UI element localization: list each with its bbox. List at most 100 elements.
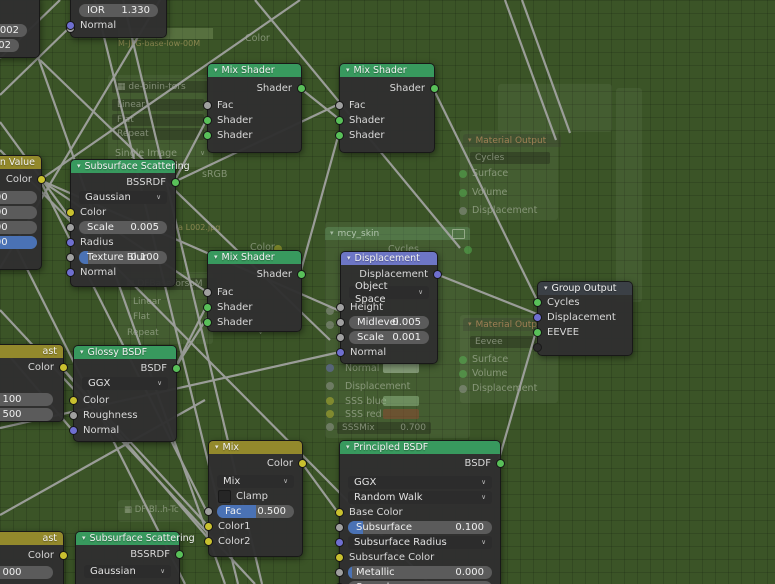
node-header[interactable]: ▾ Mix Shader bbox=[340, 64, 434, 77]
socket-shader-input-1[interactable] bbox=[203, 303, 212, 312]
node-header[interactable]: ast bbox=[0, 532, 63, 545]
node-header[interactable]: ▾ Mix Shader bbox=[208, 64, 301, 77]
node-cut-top-left[interactable]: 0.002 002 bbox=[0, 0, 40, 58]
socket-eevee-input[interactable] bbox=[533, 328, 542, 337]
subsurface-radius-dropdown[interactable]: Subsurface Radius ∨ bbox=[348, 536, 492, 549]
socket-normal-input[interactable] bbox=[66, 268, 75, 277]
socket-shader-output[interactable] bbox=[297, 270, 306, 279]
collapse-icon[interactable]: ▾ bbox=[347, 254, 351, 262]
socket-fac-input[interactable] bbox=[204, 507, 213, 516]
socket-cycles-input[interactable] bbox=[533, 298, 542, 307]
socket-displacement-input[interactable] bbox=[533, 313, 542, 322]
socket-color-input[interactable] bbox=[66, 208, 75, 217]
node-bright-contrast-2[interactable]: ast Color 000 bbox=[0, 531, 68, 584]
node-header[interactable]: on Value bbox=[0, 156, 41, 169]
socket-color-output[interactable] bbox=[37, 175, 46, 184]
clamp-checkbox[interactable] bbox=[218, 490, 231, 503]
socket-shader-input-1[interactable] bbox=[335, 116, 344, 125]
scale-field[interactable]: Scale 0.005 bbox=[79, 221, 167, 234]
socket-color-output[interactable] bbox=[298, 459, 307, 468]
value-field[interactable]: 0.002 bbox=[0, 24, 27, 37]
socket-shader-input-1[interactable] bbox=[203, 116, 212, 125]
node-header[interactable]: ▾ Displacement bbox=[341, 252, 437, 265]
socket-roughness-input[interactable] bbox=[69, 411, 78, 420]
collapse-icon[interactable]: ▾ bbox=[346, 66, 350, 74]
socket-shader-output[interactable] bbox=[430, 84, 439, 93]
falloff-dropdown[interactable]: Gaussian ∨ bbox=[79, 191, 167, 204]
sss-method-dropdown[interactable]: Random Walk ∨ bbox=[348, 491, 492, 504]
socket-radius-input[interactable] bbox=[66, 238, 75, 247]
fac-field[interactable]: Fac 0.500 bbox=[217, 505, 294, 518]
subsurface-field[interactable]: Subsurface 0.100 bbox=[348, 521, 492, 534]
contrast-field[interactable]: 500 bbox=[0, 408, 53, 421]
socket-shader-output[interactable] bbox=[297, 84, 306, 93]
bright-field[interactable]: 000 bbox=[0, 566, 53, 579]
node-hue-saturation-value[interactable]: on Value Color 0.500 1.000 1.000 1.000 bbox=[0, 155, 46, 270]
value-field[interactable]: 002 bbox=[0, 39, 19, 52]
node-header[interactable]: ▾ Glossy BSDF bbox=[74, 346, 176, 359]
node-mix-shader-2[interactable]: ▾ Mix Shader Shader Fac Shader Shader bbox=[335, 63, 439, 153]
socket-color2-input[interactable] bbox=[204, 537, 213, 546]
distribution-dropdown[interactable]: GGX ∨ bbox=[82, 377, 168, 390]
node-bright-contrast-1[interactable]: ast Color 100 500 bbox=[0, 344, 68, 422]
distribution-dropdown[interactable]: GGX ∨ bbox=[348, 476, 492, 489]
socket-subsurface-input[interactable] bbox=[335, 523, 344, 532]
node-mix-shader-3[interactable]: ▾ Mix Shader Shader Fac Shader Shader bbox=[203, 250, 306, 332]
socket-scale-input[interactable] bbox=[336, 333, 345, 342]
node-header[interactable]: ▾ Subsurface Scattering bbox=[71, 160, 190, 173]
socket-subsurface-radius-input[interactable] bbox=[335, 538, 344, 547]
socket-color-output[interactable] bbox=[59, 363, 68, 372]
socket-fac-input[interactable] bbox=[203, 101, 212, 110]
socket-height-input[interactable] bbox=[336, 303, 345, 312]
hue-field[interactable]: 0.500 bbox=[0, 191, 37, 204]
node-subsurface-scattering-2[interactable]: ▾ Subsurface Scattering BSSRDF Gaussian … bbox=[75, 531, 195, 584]
socket-bsdf-output[interactable] bbox=[172, 364, 181, 373]
fac-field[interactable]: 1.000 bbox=[0, 236, 37, 249]
blend-dropdown[interactable]: Mix ∨ bbox=[217, 475, 294, 488]
socket-shader-input-2[interactable] bbox=[335, 131, 344, 140]
socket-color1-input[interactable] bbox=[204, 522, 213, 531]
node-principled-bsdf[interactable]: ▾ Principled BSDF BSDF GGX ∨ Random Walk… bbox=[335, 440, 505, 584]
socket-normal-input[interactable] bbox=[69, 426, 78, 435]
collapse-icon[interactable]: ▾ bbox=[214, 66, 218, 74]
falloff-dropdown[interactable]: Gaussian ∨ bbox=[84, 565, 171, 578]
socket-metallic-input[interactable] bbox=[335, 568, 344, 577]
socket-empty-input[interactable] bbox=[533, 343, 542, 352]
specular-field[interactable]: Specular bbox=[348, 581, 492, 584]
midlevel-field[interactable]: Midlevel 0.005 bbox=[349, 316, 429, 329]
node-mix-shader-1[interactable]: ▾ Mix Shader Shader Fac Shader Shader bbox=[203, 63, 306, 153]
scale-field[interactable]: Scale 0.001 bbox=[349, 331, 429, 344]
node-header[interactable]: ▾ Mix bbox=[209, 441, 302, 454]
socket-midlevel-input[interactable] bbox=[336, 318, 345, 327]
socket-normal-input[interactable] bbox=[336, 348, 345, 357]
socket-color-output[interactable] bbox=[59, 551, 68, 560]
ior-field[interactable]: IOR 1.330 bbox=[79, 4, 158, 17]
socket-bssrdf-output[interactable] bbox=[175, 550, 184, 559]
metallic-field[interactable]: Metallic 0.000 bbox=[348, 566, 492, 579]
socket-shader-input-2[interactable] bbox=[203, 318, 212, 327]
socket-displacement-output[interactable] bbox=[433, 270, 442, 279]
node-header[interactable]: ▾ Group Output bbox=[538, 282, 632, 295]
node-glossy-bsdf[interactable]: ▾ Glossy BSDF BSDF GGX ∨ Color Roughness… bbox=[69, 345, 181, 442]
socket-scale-input[interactable] bbox=[66, 223, 75, 232]
node-group-output[interactable]: ▾ Group Output Cycles Displacement EEVEE bbox=[533, 281, 633, 356]
node-header[interactable]: ast bbox=[0, 345, 63, 358]
saturation-field[interactable]: 1.000 bbox=[0, 206, 37, 219]
socket-bssrdf-output[interactable] bbox=[171, 178, 180, 187]
collapse-icon[interactable]: ▾ bbox=[215, 443, 219, 451]
socket-fac-input[interactable] bbox=[203, 288, 212, 297]
collapse-icon[interactable]: ▾ bbox=[77, 162, 81, 170]
collapse-icon[interactable]: ▾ bbox=[82, 534, 86, 542]
socket-base-color-input[interactable] bbox=[335, 508, 344, 517]
socket-bsdf-output[interactable] bbox=[496, 459, 505, 468]
socket-fac-input[interactable] bbox=[335, 101, 344, 110]
node-ior[interactable]: IOR 1.330 Normal bbox=[66, 0, 167, 38]
node-header[interactable]: ▾ Principled BSDF bbox=[340, 441, 500, 454]
texture-blur-field[interactable]: Texture Blur 0.100 bbox=[79, 251, 167, 264]
collapse-icon[interactable]: ▾ bbox=[346, 443, 350, 451]
node-displacement[interactable]: ▾ Displacement Displacement Object Space… bbox=[336, 251, 442, 364]
node-header[interactable]: ▾ Subsurface Scattering bbox=[76, 532, 195, 545]
socket-shader-input-2[interactable] bbox=[203, 131, 212, 140]
node-header[interactable]: ▾ Mix Shader bbox=[208, 251, 301, 264]
